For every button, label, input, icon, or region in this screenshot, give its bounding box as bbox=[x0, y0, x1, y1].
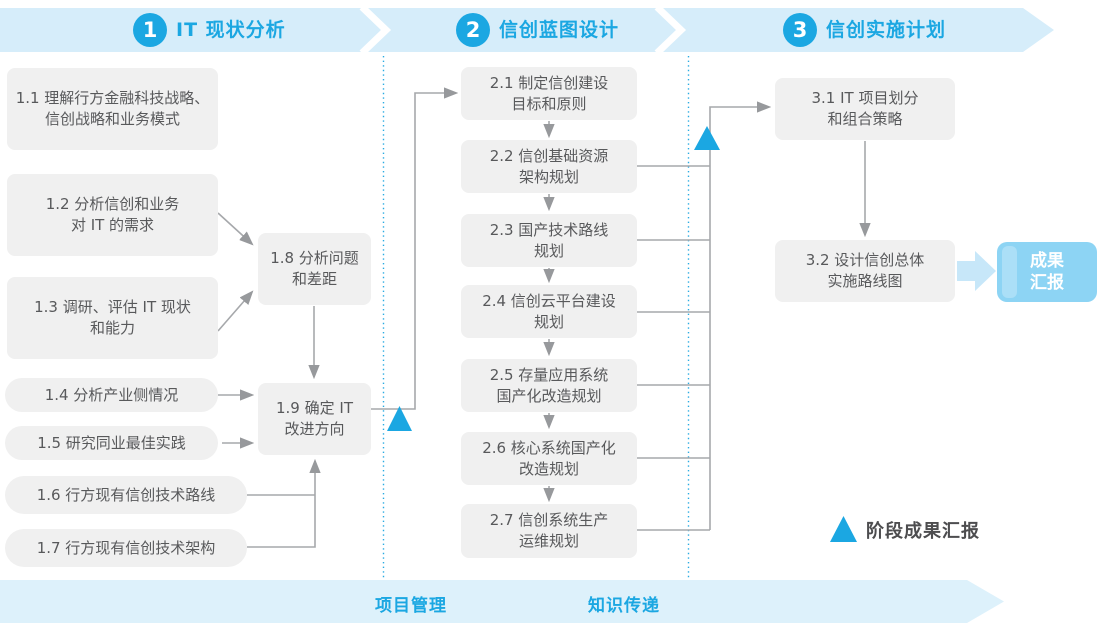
flow-box-2-3: 2.3 国产技术路线 规划 bbox=[461, 214, 637, 267]
results-report-box: 成果 汇报 bbox=[997, 242, 1097, 302]
footer-label-knowledge-transfer: 知识传递 bbox=[588, 596, 660, 616]
report-box-highlight-strip bbox=[1002, 246, 1017, 298]
flow-box-1-1: 1.1 理解行方金融科技战略、 信创战略和业务模式 bbox=[7, 68, 218, 150]
flow-box-1-7: 1.7 行方现有信创技术架构 bbox=[5, 529, 247, 567]
legend-milestone-triangle bbox=[830, 516, 857, 542]
footer-arrow-banner bbox=[0, 580, 1004, 623]
legend-label: 阶段成果汇报 bbox=[866, 521, 980, 542]
connector-arrows bbox=[217, 87, 871, 548]
phase-1-number-badge: 1 bbox=[133, 13, 167, 47]
phase-1-title: IT 现状分析 bbox=[176, 19, 286, 41]
flow-box-1-4: 1.4 分析产业侧情况 bbox=[5, 378, 218, 412]
milestone-triangle-phase-2 bbox=[694, 126, 720, 150]
flow-box-3-2: 3.2 设计信创总体 实施路线图 bbox=[775, 240, 955, 302]
connector-lines bbox=[247, 165, 710, 531]
flow-box-1-8: 1.8 分析问题 和差距 bbox=[258, 233, 371, 305]
phase-2-number-badge: 2 bbox=[456, 13, 490, 47]
flow-box-2-7: 2.7 信创系统生产 运维规划 bbox=[461, 504, 637, 558]
flow-box-2-5: 2.5 存量应用系统 国产化改造规划 bbox=[461, 359, 637, 412]
report-box-label: 成果 汇报 bbox=[1030, 251, 1064, 293]
phase-3-title: 信创实施计划 bbox=[826, 19, 947, 41]
phase-separator-chevron-1 bbox=[359, 4, 392, 56]
flow-box-2-4: 2.4 信创云平台建设 规划 bbox=[461, 285, 637, 338]
phase-2-title: 信创蓝图设计 bbox=[499, 19, 620, 41]
flow-box-2-2: 2.2 信创基础资源 架构规划 bbox=[461, 140, 637, 193]
flow-box-1-2: 1.2 分析信创和业务 对 IT 的需求 bbox=[7, 174, 218, 256]
report-block-arrow bbox=[957, 251, 996, 291]
phase-separator-chevron-2 bbox=[654, 4, 687, 56]
footer-label-project-management: 项目管理 bbox=[375, 596, 447, 616]
flow-box-1-6: 1.6 行方现有信创技术路线 bbox=[5, 476, 247, 514]
flow-box-2-6: 2.6 核心系统国产化 改造规划 bbox=[461, 432, 637, 485]
phase-3-number-badge: 3 bbox=[783, 13, 817, 47]
flow-box-2-1: 2.1 制定信创建设 目标和原则 bbox=[461, 67, 637, 120]
flow-box-1-5: 1.5 研究同业最佳实践 bbox=[5, 426, 218, 460]
flow-box-1-3: 1.3 调研、评估 IT 现状 和能力 bbox=[7, 277, 218, 359]
flow-box-3-1: 3.1 IT 项目划分 和组合策略 bbox=[775, 78, 955, 140]
milestone-triangle-phase-1 bbox=[387, 406, 412, 431]
flow-box-1-9: 1.9 确定 IT 改进方向 bbox=[258, 383, 371, 455]
